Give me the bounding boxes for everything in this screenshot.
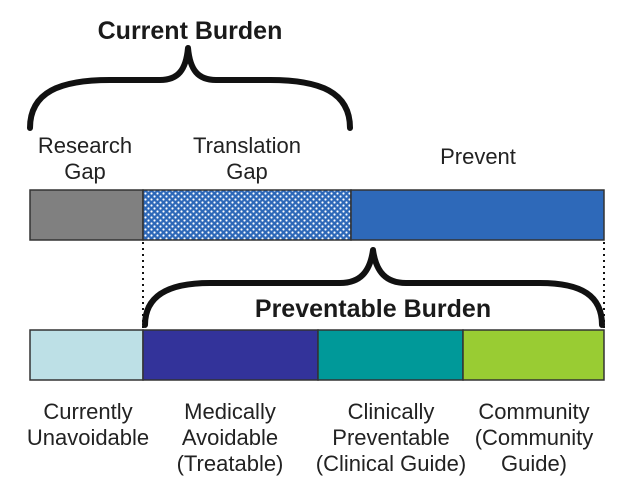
label-currently-unavoidable: Currently Unavoidable xyxy=(26,399,150,450)
preventable-burden-title: Preventable Burden xyxy=(254,295,492,323)
current-burden-brace xyxy=(27,45,353,131)
bar-clinically-preventable xyxy=(317,329,464,381)
label-translation-gap: Translation Gap xyxy=(192,133,301,184)
bar-medically-avoidable xyxy=(142,329,319,381)
label-prevent: Prevent xyxy=(440,144,516,169)
preventable-burden-brace xyxy=(142,247,605,328)
bar-translation-gap xyxy=(142,189,352,241)
label-medically-avoidable: Medically Avoidable (Treatable) xyxy=(176,399,284,476)
bar-currently-unavoidable xyxy=(29,329,144,381)
current-burden-title: Current Burden xyxy=(97,17,283,45)
bar-prevent xyxy=(350,189,605,241)
label-clinically-preventable: Clinically Preventable (Clinical Guide) xyxy=(315,399,467,476)
label-community: Community (Community Guide) xyxy=(474,399,594,476)
bar-community xyxy=(462,329,605,381)
label-research-gap: Research Gap xyxy=(37,133,133,184)
bar-research-gap xyxy=(29,189,144,241)
